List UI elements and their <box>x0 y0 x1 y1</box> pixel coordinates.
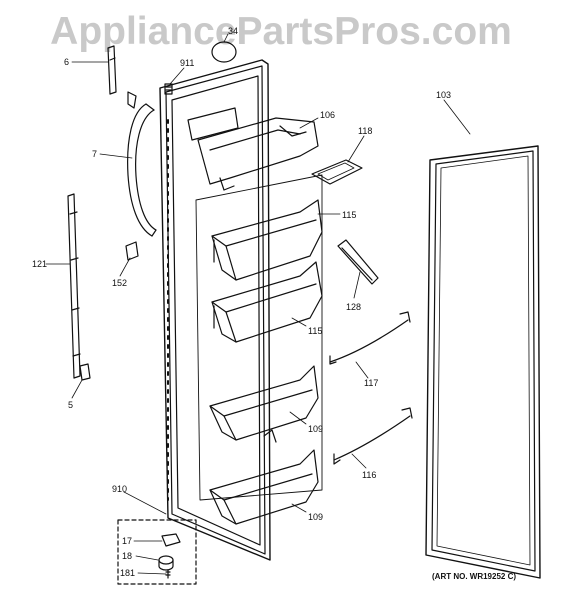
label-181: 181 <box>120 568 135 578</box>
label-910: 910 <box>112 484 127 494</box>
label-116: 116 <box>362 470 376 480</box>
watermark-logo: AppliancePartsPros.com <box>50 10 512 53</box>
screw-911 <box>164 83 173 95</box>
butter-tray <box>311 159 363 185</box>
top-hinge-bracket <box>107 45 137 109</box>
label-5: 5 <box>68 400 73 410</box>
part-number-labels: 34 6 911 7 106 118 103 115 121 152 128 1… <box>32 26 451 578</box>
hinge-parts-detail-box <box>117 519 197 585</box>
label-115-upper: 115 <box>342 210 356 220</box>
vertical-rail-121 <box>67 193 81 379</box>
label-34: 34 <box>228 26 238 36</box>
bottom-bracket-5 <box>79 363 91 381</box>
art-number: (ART NO. WR19252 C) <box>432 572 517 581</box>
label-152: 152 <box>112 278 127 288</box>
label-18: 18 <box>122 551 132 561</box>
door-handle <box>127 103 157 237</box>
lower-door-bin <box>209 365 319 443</box>
label-17: 17 <box>122 536 132 546</box>
label-128: 128 <box>346 302 361 312</box>
label-109-bottom: 109 <box>308 512 323 522</box>
bottom-door-bin <box>209 449 319 525</box>
label-7: 7 <box>92 149 97 159</box>
label-109-upper: 109 <box>308 424 323 434</box>
door-gasket <box>425 145 541 579</box>
label-106: 106 <box>320 110 335 120</box>
middle-door-bin <box>211 261 323 343</box>
label-103: 103 <box>436 90 451 100</box>
leader-lines <box>45 33 471 575</box>
door-liner <box>159 59 323 561</box>
shelf-retainer-117 <box>329 311 411 365</box>
label-117: 117 <box>364 378 378 388</box>
label-911: 911 <box>180 58 194 68</box>
label-34 <box>211 41 237 63</box>
label-118: 118 <box>358 126 372 136</box>
label-6: 6 <box>64 57 69 67</box>
upper-door-bin <box>211 199 323 281</box>
label-121: 121 <box>32 259 47 269</box>
label-115-lower: 115 <box>308 326 322 336</box>
bracket-128 <box>337 239 379 285</box>
clip-152 <box>125 241 139 261</box>
shelf-retainer-116 <box>333 407 413 465</box>
